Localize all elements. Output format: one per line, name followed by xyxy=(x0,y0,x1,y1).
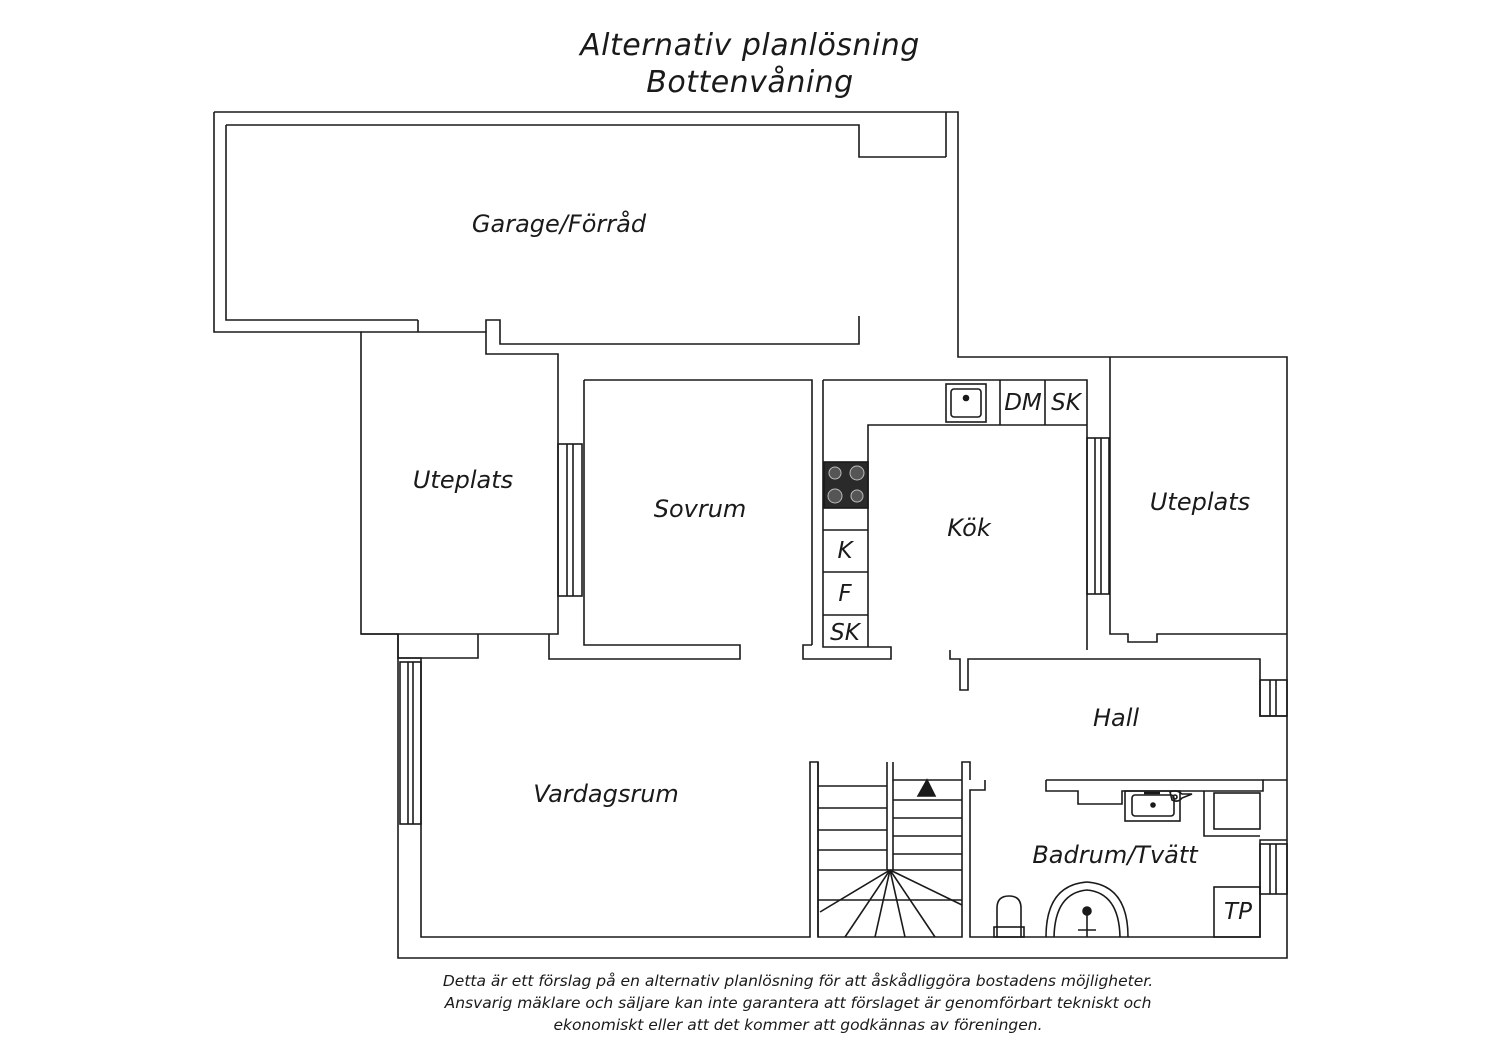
sovrum-walls xyxy=(548,379,813,660)
garage-walls xyxy=(213,111,1288,959)
room-label-sovrum: Sovrum xyxy=(653,495,747,523)
fixture-label-drying-cabinet: TP xyxy=(1224,899,1252,925)
shower-basin-icon xyxy=(1045,881,1129,938)
kitchen-sink-icon xyxy=(945,383,987,423)
plan-subtitle: Bottenvåning xyxy=(646,65,854,100)
room-label-kok: Kök xyxy=(947,514,991,542)
disclaimer-line: Detta är ett förslag på en alternativ pl… xyxy=(442,972,1154,990)
plan-title: Alternativ planlösning xyxy=(580,28,920,63)
kok-walls xyxy=(802,379,1110,660)
disclaimer-line: ekonomiskt eller att det kommer att godk… xyxy=(553,1016,1043,1034)
room-label-vardagsrum: Vardagsrum xyxy=(533,780,679,808)
shower-head-icon xyxy=(1169,790,1193,802)
room-label-uteplats-right: Uteplats xyxy=(1149,488,1251,516)
fixture-label-cabinet-top: SK xyxy=(1051,390,1081,416)
fixture-label-freezer: F xyxy=(838,581,852,607)
hall-walls xyxy=(949,650,1288,717)
room-label-uteplats-left: Uteplats xyxy=(412,466,514,494)
room-label-hall: Hall xyxy=(1092,704,1140,732)
uteplats-left-walls xyxy=(361,331,583,635)
room-label-garage: Garage/Förråd xyxy=(471,210,647,238)
disclaimer-line: Ansvarig mäklare och säljare kan inte ga… xyxy=(444,994,1152,1012)
badrum-walls xyxy=(969,779,1288,938)
staircase xyxy=(817,761,971,938)
disclaimer-text: Detta är ett förslag på en alternativ pl… xyxy=(348,970,1248,1036)
fixture-label-fridge: K xyxy=(837,538,853,564)
room-label-badrum: Badrum/Tvätt xyxy=(1032,841,1198,869)
fixture-label-cabinet-bottom: SK xyxy=(830,620,860,646)
bathroom-sink-icon xyxy=(1124,790,1181,822)
stove-icon xyxy=(823,461,869,509)
uteplats-right-walls xyxy=(1109,357,1287,643)
fixture-label-dishwasher: DM xyxy=(1004,390,1042,416)
toilet-icon xyxy=(993,895,1025,938)
